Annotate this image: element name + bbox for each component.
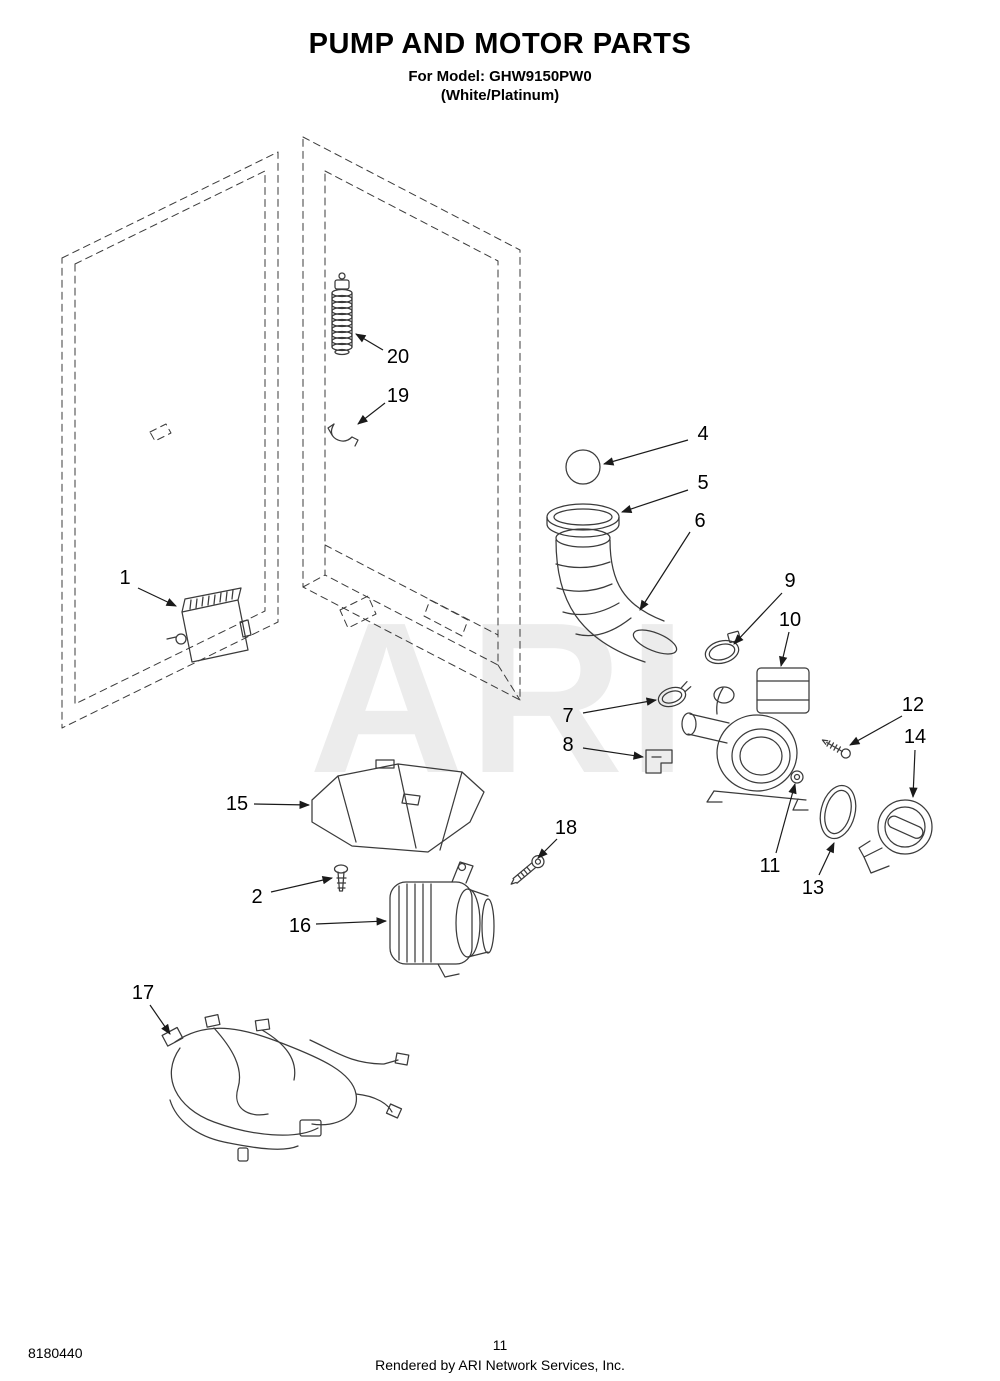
ball-seat-ring [546,503,620,538]
part-number-label: 8 [562,734,573,756]
callout-leader-line [149,1004,171,1035]
screw-18 [510,855,545,885]
screw-12 [821,739,851,759]
part-callout-2: 2 [251,876,334,908]
callout-leader-line [639,531,691,611]
part-callout-12: 12 [849,694,924,746]
part-callout-1: 1 [119,567,177,607]
pressure-switch [166,587,252,663]
callout-leader-line [137,587,177,607]
callout-leader-line [270,876,334,893]
part-callout-11: 11 [760,782,797,877]
part-callout-10: 10 [779,609,801,668]
callout-leader-line [849,715,903,746]
callout-leader-line [582,747,645,760]
part-callout-5: 5 [621,472,709,513]
part-callout-6: 6 [639,510,706,611]
part-callout-9: 9 [733,570,796,645]
part-number-label: 7 [562,705,573,727]
part-number-label: 6 [694,510,705,532]
callout-leader-line [775,782,797,854]
part-number-label: 1 [119,567,130,589]
mounting-plate [645,749,673,774]
callout-leader-line [315,917,388,926]
part-number-label: 16 [289,915,311,937]
part-number-label: 2 [251,886,262,908]
part-number-label: 12 [902,694,924,716]
part-number-label: 4 [697,423,708,445]
part-callout-16: 16 [289,915,388,937]
drain-filter-cap [858,799,933,874]
callout-leader-line [537,838,558,859]
model-line: For Model: GHW9150PW0 [408,68,592,85]
part-number-label: 5 [697,472,708,494]
part-callout-13: 13 [802,842,835,899]
rendered-by-line: Rendered by ARI Network Services, Inc. [375,1357,625,1373]
diagram-line-art [61,136,933,1162]
part-number-label: 19 [387,385,409,407]
part-callout-14: 14 [904,726,926,799]
page-title: PUMP AND MOTOR PARTS [308,28,692,60]
part-callout-18: 18 [537,817,577,859]
hose-clip [327,423,359,447]
check-ball [565,449,601,485]
seal-grommet [790,770,804,784]
pump-assembly [681,667,810,811]
screw-2 [333,864,349,892]
part-number-label: 15 [226,793,248,815]
part-callout-8: 8 [562,734,645,760]
page-header: PUMP AND MOTOR PARTS For Model: GHW9150P… [0,28,1000,104]
callout-leader-line [621,489,689,513]
wire-harness [161,1014,410,1162]
drive-motor [389,861,495,978]
part-callout-17: 17 [132,982,171,1035]
page-number: 11 [492,1337,508,1353]
part-callout-19: 19 [357,385,409,425]
callout-leader-line [733,592,783,645]
part-callout-20: 20 [355,333,409,368]
part-number-label: 10 [779,609,801,631]
part-callout-4: 4 [602,423,709,466]
part-number-label: 18 [555,817,577,839]
callout-leader-line [582,697,658,714]
part-number-label: 17 [132,982,154,1004]
document-number: 8180440 [28,1345,83,1361]
part-number-label: 20 [387,346,409,368]
callout-leader-line [357,402,386,425]
drain-elbow-hose [555,528,678,663]
part-number-label: 11 [760,855,781,877]
part-number-label: 14 [904,726,926,748]
callout-leader-line [355,333,384,351]
part-callout-7: 7 [562,697,658,727]
pressure-hose [331,272,353,356]
clamp-ring [657,680,692,708]
cabinet-outline [61,136,521,729]
hose-clamp [704,630,741,665]
part-callout-15: 15 [226,793,311,815]
callout-leader-line [818,842,835,876]
callout-leader-line [253,800,311,810]
part-number-label: 13 [802,877,824,899]
callout-leader-line [779,631,790,668]
callout-leader-line [909,749,918,799]
color-line: (White/Platinum) [440,87,560,104]
o-ring [819,784,857,840]
part-number-label: 9 [784,570,795,592]
callout-leader-line [602,439,689,466]
motor-shield [311,759,485,853]
